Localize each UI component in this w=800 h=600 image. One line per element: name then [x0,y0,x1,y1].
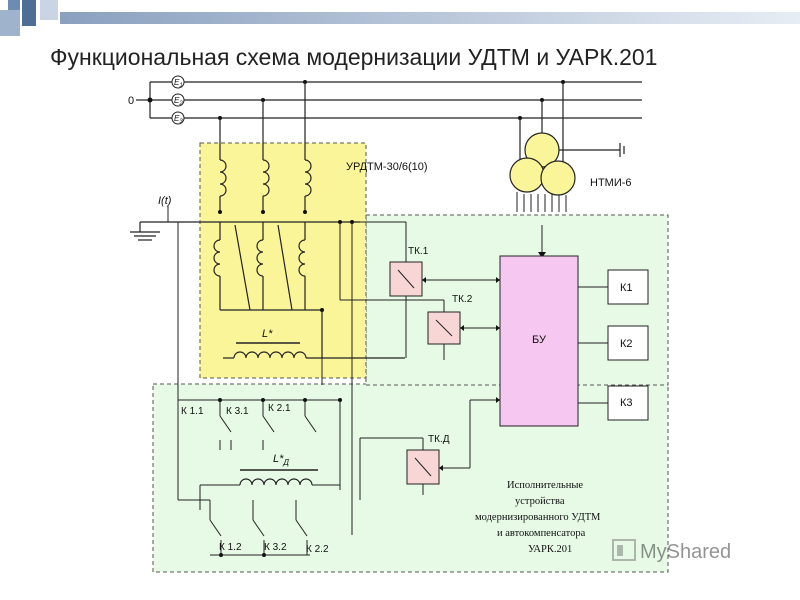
svg-text:устройства: устройства [515,496,565,507]
l-star-d-coil [239,478,313,486]
label-zero: 0 [128,95,134,107]
label-e3: E3 [174,114,183,125]
tk1-label: ТК.1 [408,246,429,257]
corner-square-3 [0,10,20,36]
svg-text:УАРК.201: УАРК.201 [528,544,572,555]
phase-lines [136,81,642,119]
header-bar [60,12,800,24]
k1-label: К1 [620,282,633,294]
label-k11: К 1.1 [181,406,204,417]
label-k32: К 3.2 [264,542,287,553]
corner-square-4 [40,0,58,20]
k2-block [607,325,649,361]
label-e2: E2 [174,96,183,107]
phase-sources [171,75,185,125]
label-current: I(t) [158,195,172,207]
label-k12: К 1.2 [219,542,242,553]
tk2-label: ТК.2 [452,294,473,305]
tkd-label: ТК.Д [428,434,450,445]
svg-text:Исполнительные: Исполнительные [507,480,583,491]
label-k31: К 3.1 [226,406,249,417]
ntmi-outputs [516,192,567,256]
bu-label: БУ [532,334,547,346]
svg-text:и автокомпенсатора: и автокомпенсатора [497,528,586,539]
slide-title: Функциональная схема модернизации УДТМ и… [50,44,658,70]
bu-block [499,255,579,427]
watermark-logo: MyShared [612,539,731,563]
corner-square-1 [8,0,20,10]
label-l-star-d: L*Д [273,453,289,467]
urdtm-zone [199,142,367,379]
svg-text:MyShared: MyShared [640,541,731,563]
label-k21: К 2.1 [268,403,291,414]
k1-block [607,269,649,305]
secondary-coils [213,222,323,358]
label-k22: К 2.2 [306,544,329,555]
k2-label: К2 [620,338,633,350]
ntmi-transformer [509,82,625,196]
primary-coils [219,159,312,212]
label-l-star: L* [262,328,273,340]
corner-square-2 [22,0,36,26]
svg-text:модернизированного УДТМ: модернизированного УДТМ [475,512,601,523]
k3-label: К3 [620,397,633,409]
label-urdtm: УРДТМ-30/6(10) [346,161,428,173]
label-e1: E1 [174,78,183,89]
label-ntmi: НТМИ-6 [590,177,632,189]
exec-caption: Исполнительные устройства модернизирован… [475,480,601,555]
l-star-coil [233,351,307,359]
